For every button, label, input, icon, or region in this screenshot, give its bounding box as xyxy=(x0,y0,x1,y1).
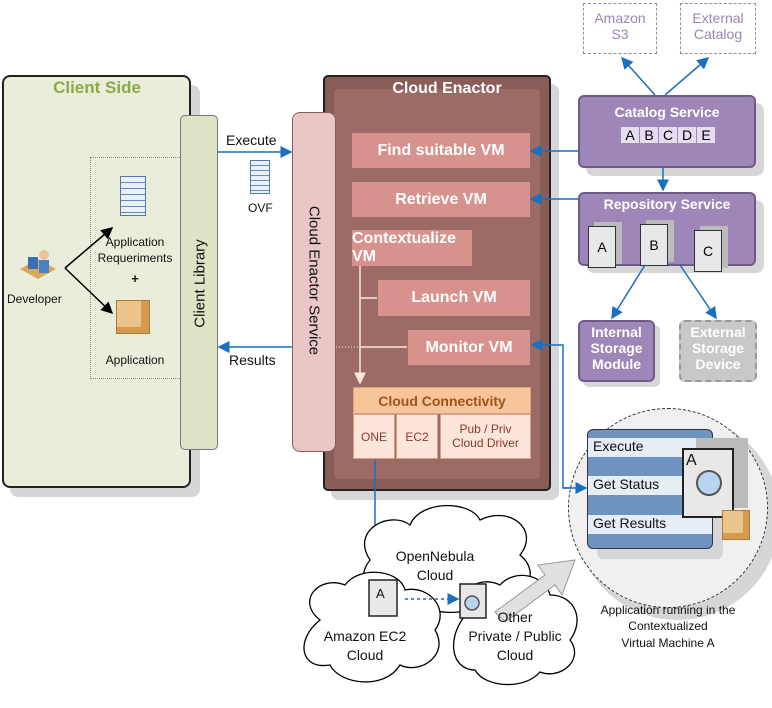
internal-storage-line3: Module xyxy=(592,356,641,372)
client-side-panel xyxy=(2,75,191,488)
repo-server-a: A xyxy=(588,226,616,268)
arrow-dev-application xyxy=(64,267,114,315)
external-storage-line1: External xyxy=(690,324,746,340)
internal-storage-line2: Storage xyxy=(590,340,643,356)
flow-branch-launch xyxy=(360,297,407,348)
ovf-label: OVF xyxy=(248,201,273,215)
cloud-vm-a-icon xyxy=(368,579,398,617)
repo-server-c: C xyxy=(694,230,722,272)
external-catalog-line1: External xyxy=(692,10,744,26)
client-library[interactable] xyxy=(180,115,218,450)
application-label: Application xyxy=(105,353,165,367)
repo-server-b: B xyxy=(640,224,668,266)
catalog-item-c: C xyxy=(659,127,677,143)
vm-action-get-status[interactable]: Get Status xyxy=(588,476,712,495)
step-monitor-vm[interactable]: Monitor VM xyxy=(408,330,530,365)
other-cloud-label-2: Private / Public xyxy=(468,628,562,644)
vm-caption-1: Application running in the xyxy=(600,603,736,617)
magnifier-icon xyxy=(696,470,722,496)
catalog-service-title: Catalog Service xyxy=(614,104,720,120)
arrow-vm-monitor xyxy=(530,339,570,489)
opennebula-label-2: Cloud xyxy=(416,567,454,583)
cloud-magnifier-icon xyxy=(464,595,480,611)
arrow-catalog-s3 xyxy=(621,56,656,96)
arrow-repo-external xyxy=(679,264,717,320)
client-side-title: Client Side xyxy=(53,78,141,97)
app-requirements-label-2: Requeriments xyxy=(97,251,173,265)
catalog-item-d: D xyxy=(678,127,696,143)
cloud-connectivity-title: Cloud Connectivity xyxy=(353,387,531,414)
external-storage-line3: Device xyxy=(695,356,741,372)
step-retrieve-vm[interactable]: Retrieve VM xyxy=(352,182,530,217)
vm-caption-3: Virtual Machine A xyxy=(621,636,715,650)
developer-icon xyxy=(18,245,58,285)
catalog-item-e: E xyxy=(697,127,715,143)
execute-label: Execute xyxy=(226,132,277,148)
expand-arrow-icon xyxy=(494,559,576,623)
other-cloud-label-1: Other xyxy=(497,609,533,625)
arrow-repo-internal xyxy=(611,264,646,320)
document-icon xyxy=(120,176,146,216)
external-storage-line2: Storage xyxy=(691,340,745,356)
ec2-cloud-label-2: Cloud xyxy=(346,647,384,663)
step-find-suitable-vm[interactable]: Find suitable VM xyxy=(352,133,530,168)
driver-pub-priv-line2: Cloud Driver xyxy=(452,436,519,450)
cloud-vm-other-icon xyxy=(459,583,487,619)
vm-caption-2: Contextualized xyxy=(628,619,708,633)
catalog-items: A B C D E xyxy=(621,127,715,143)
developer-label: Developer xyxy=(7,292,62,306)
driver-one[interactable]: ONE xyxy=(353,414,395,459)
arrow-catalog-extcat xyxy=(664,57,710,96)
external-catalog-line2: Catalog xyxy=(693,26,743,42)
driver-pub-priv-line1: Pub / Priv xyxy=(459,422,512,436)
step-launch-vm[interactable]: Launch VM xyxy=(378,280,530,316)
vm-action-get-results[interactable]: Get Results xyxy=(588,515,712,534)
plus-sign: + xyxy=(131,271,139,286)
amazon-s3-line1: Amazon xyxy=(594,10,646,26)
other-cloud-label-3: Cloud xyxy=(496,647,534,663)
opennebula-label-1: OpenNebula xyxy=(395,548,475,564)
vm-package-icon xyxy=(722,510,750,540)
package-icon xyxy=(116,300,150,334)
step-contextualize-vm[interactable]: Contextualize VM xyxy=(352,230,472,266)
arrow-dev-requirements xyxy=(64,227,114,269)
amazon-s3-line2: S3 xyxy=(611,26,629,42)
catalog-service[interactable] xyxy=(578,95,756,168)
cloud-enactor-title: Cloud Enactor xyxy=(392,80,502,97)
app-requirements-label-1: Application xyxy=(105,235,165,249)
driver-ec2[interactable]: EC2 xyxy=(396,414,438,459)
cloud-vm-a-label: A xyxy=(376,586,385,601)
ovf-document-icon xyxy=(250,160,270,194)
cloud-enactor-service[interactable] xyxy=(292,112,336,452)
catalog-item-a: A xyxy=(621,127,639,143)
repository-service-title: Repository Service xyxy=(603,196,731,212)
vm-server-label: A xyxy=(686,452,697,469)
results-label: Results xyxy=(229,352,276,368)
vm-action-execute[interactable]: Execute xyxy=(588,438,712,457)
catalog-item-b: B xyxy=(640,127,658,143)
driver-pub-priv[interactable]: Pub / Priv Cloud Driver xyxy=(440,414,531,459)
internal-storage-line1: Internal xyxy=(591,324,642,340)
ec2-cloud-label-1: Amazon EC2 xyxy=(323,628,407,644)
